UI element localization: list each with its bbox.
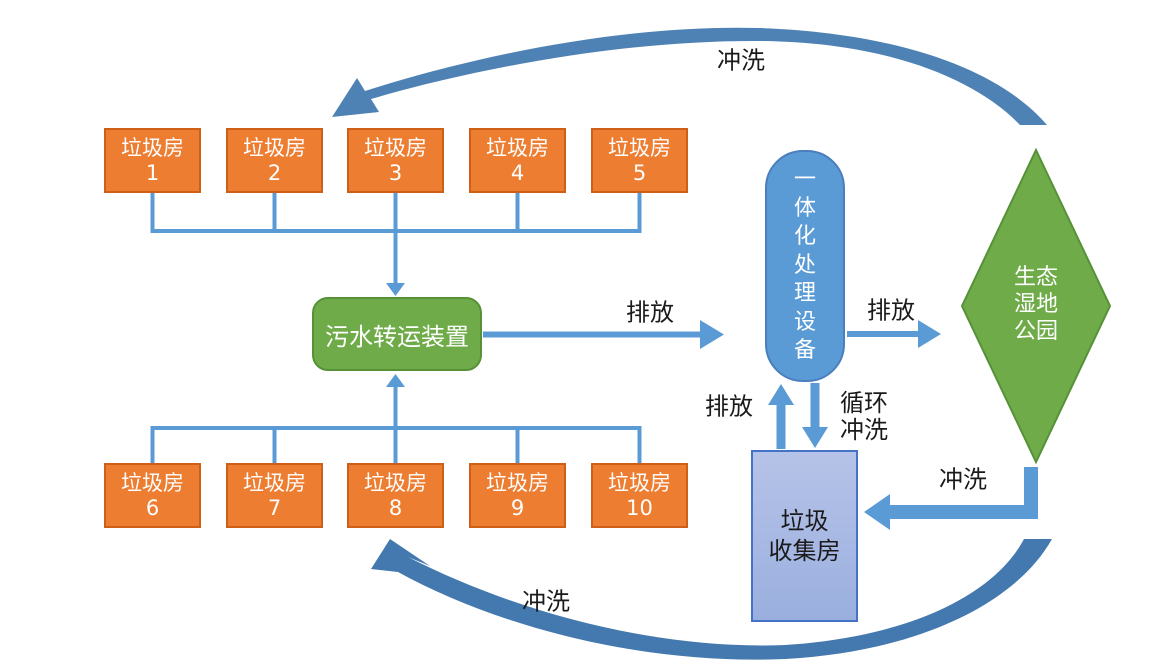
discharge-label-3: 排放 — [705, 392, 753, 421]
garbage-room-name: 垃圾房 — [121, 471, 184, 495]
garbage-room-name: 垃圾房 — [364, 136, 427, 160]
discharge-label-2: 排放 — [867, 296, 915, 325]
garbage-room-3: 垃圾房 3 — [347, 128, 444, 193]
sewage-transfer-device-label: 污水转运装置 — [325, 322, 469, 351]
flush-elbow-arrow-wetland-to-collection — [864, 467, 1038, 530]
bottom-tree-connector — [150, 385, 642, 463]
top-tree-connector — [150, 193, 642, 286]
garbage-room-number: 8 — [388, 496, 403, 520]
discharge-label-1: 排放 — [626, 298, 674, 327]
treatment-char: 设 — [793, 309, 816, 335]
garbage-room-4: 垃圾房 4 — [469, 128, 566, 193]
flush-curve-top — [332, 27, 1047, 126]
treatment-char: 体 — [793, 195, 816, 221]
garbage-room-name: 垃圾房 — [608, 136, 671, 160]
discharge-arrow-treatment-to-wetland — [847, 320, 941, 348]
garbage-room-2: 垃圾房 2 — [226, 128, 323, 193]
garbage-room-number: 9 — [510, 496, 525, 520]
garbage-room-number: 10 — [626, 496, 653, 520]
garbage-room-name: 垃圾房 — [364, 471, 427, 495]
garbage-room-name: 垃圾房 — [243, 136, 306, 160]
garbage-room-number: 4 — [510, 161, 525, 185]
discharge-arrow-collection-to-treatment — [768, 384, 794, 449]
garbage-room-10: 垃圾房 10 — [591, 463, 688, 528]
garbage-room-number: 5 — [632, 161, 647, 185]
integrated-treatment-equipment-box: 一 体 化 处 理 设 备 — [765, 150, 845, 382]
flush-label-bottom: 冲洗 — [522, 587, 570, 616]
recycle-flush-label: 循环 冲洗 — [840, 389, 888, 444]
garbage-room-7: 垃圾房 7 — [226, 463, 323, 528]
flush-curve-bottom — [371, 539, 1052, 660]
garbage-room-1: 垃圾房 1 — [104, 128, 201, 193]
wetland-park-label: 生态 湿地 公园 — [1013, 265, 1058, 344]
garbage-collection-room-box: 垃圾 收集房 — [751, 450, 858, 622]
treatment-char: 化 — [793, 224, 816, 250]
bottom-tree-arrowhead-icon — [386, 374, 405, 387]
garbage-room-name: 垃圾房 — [608, 471, 671, 495]
sewage-transfer-device-box: 污水转运装置 — [312, 297, 482, 371]
garbage-room-number: 3 — [388, 161, 403, 185]
garbage-room-number: 1 — [145, 161, 160, 185]
garbage-room-number: 7 — [267, 496, 282, 520]
discharge-arrow-transfer-to-treatment — [483, 320, 724, 349]
treatment-char: 备 — [793, 338, 816, 364]
flush-label-top: 冲洗 — [717, 46, 765, 75]
garbage-room-name: 垃圾房 — [486, 136, 549, 160]
garbage-room-number: 6 — [145, 496, 160, 520]
recycle-flush-arrow-treatment-to-collection — [802, 383, 828, 448]
garbage-room-name: 垃圾房 — [243, 471, 306, 495]
treatment-char: 一 — [793, 167, 816, 193]
collection-room-line: 收集房 — [768, 537, 841, 565]
garbage-room-9: 垃圾房 9 — [469, 463, 566, 528]
treatment-char: 理 — [793, 281, 816, 307]
garbage-room-5: 垃圾房 5 — [591, 128, 688, 193]
garbage-room-number: 2 — [267, 161, 282, 185]
top-tree-arrowhead-icon — [386, 283, 405, 296]
garbage-room-6: 垃圾房 6 — [104, 463, 201, 528]
garbage-room-name: 垃圾房 — [486, 471, 549, 495]
wetland-park-diamond — [960, 147, 1112, 465]
collection-room-line: 垃圾 — [780, 507, 829, 535]
flush-label-right: 冲洗 — [939, 465, 987, 494]
treatment-char: 处 — [793, 252, 816, 278]
garbage-room-8: 垃圾房 8 — [347, 463, 444, 528]
garbage-room-name: 垃圾房 — [121, 136, 184, 160]
